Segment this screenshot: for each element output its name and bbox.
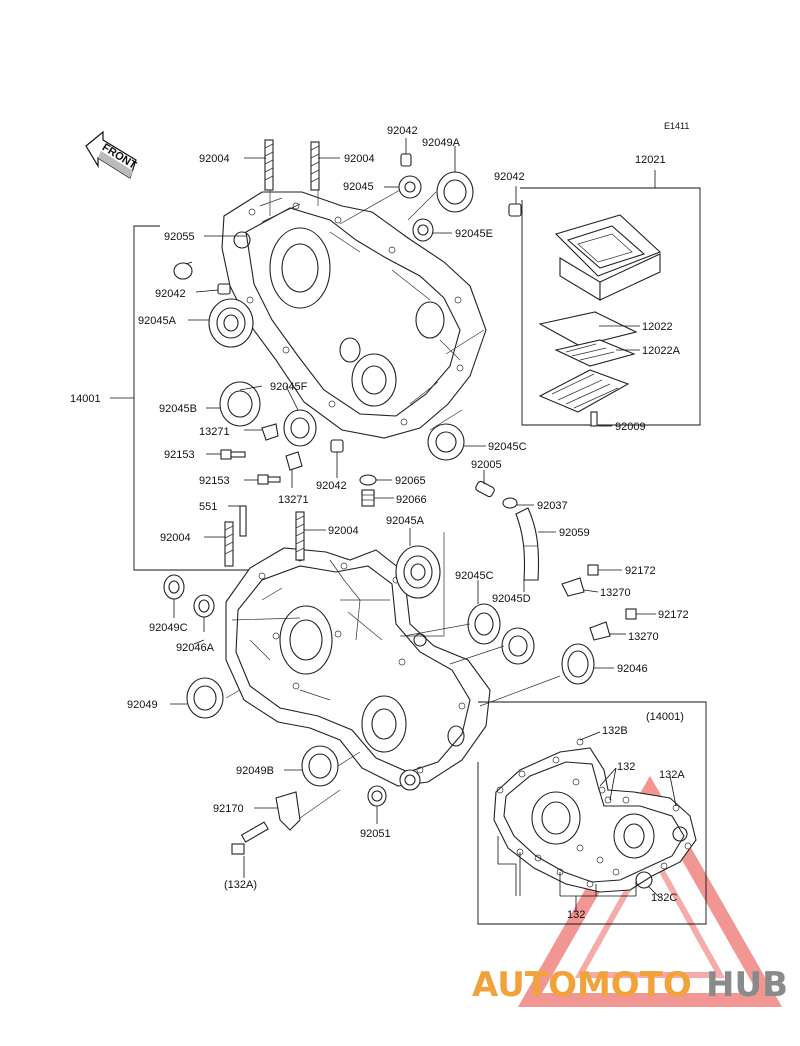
label-13271: 13271 bbox=[199, 426, 230, 438]
diagram-code: E1411 bbox=[664, 121, 689, 131]
leader-lines bbox=[170, 138, 656, 878]
label-92065: 92065 bbox=[395, 475, 426, 487]
label-13270: 13270 bbox=[600, 587, 631, 599]
label-132B: 132B bbox=[602, 725, 628, 737]
part-labels: 92004 92004 92042 92049A 92045 92042 120… bbox=[70, 125, 689, 921]
label-92045B: 92045B bbox=[159, 403, 197, 415]
label-92004: 92004 bbox=[344, 153, 375, 165]
label-92153: 92153 bbox=[199, 475, 230, 487]
label-14001: 14001 bbox=[70, 393, 101, 405]
label-92045: 92045 bbox=[343, 181, 374, 193]
lower-crankcase bbox=[225, 547, 491, 787]
inset-crankcase-view bbox=[477, 701, 707, 925]
label-92153: 92153 bbox=[164, 449, 195, 461]
label-92045C: 92045C bbox=[455, 570, 494, 582]
label-92042: 92042 bbox=[387, 125, 418, 137]
watermark: AUTOMOTO HUB bbox=[472, 965, 788, 1005]
label-92045D: 92045D bbox=[492, 593, 531, 605]
watermark-text-automoto: AUTOMOTO bbox=[472, 965, 692, 1005]
label-92045E: 92045E bbox=[455, 228, 493, 240]
label-12022: 12022 bbox=[642, 321, 673, 333]
label-92042: 92042 bbox=[155, 288, 186, 300]
label-92066: 92066 bbox=[396, 494, 427, 506]
label-92045A: 92045A bbox=[386, 515, 425, 527]
small-parts bbox=[163, 139, 637, 855]
front-arrow-icon: FRONT bbox=[85, 130, 139, 179]
label-92170: 92170 bbox=[213, 803, 244, 815]
label-14001-inset: (14001) bbox=[646, 711, 684, 723]
label-92046A: 92046A bbox=[176, 642, 215, 654]
label-13271: 13271 bbox=[278, 494, 309, 506]
label-132C: 132C bbox=[651, 892, 677, 904]
label-92004: 92004 bbox=[328, 525, 359, 537]
label-92045F: 92045F bbox=[270, 381, 308, 393]
label-92004: 92004 bbox=[160, 532, 191, 544]
label-92005: 92005 bbox=[471, 459, 502, 471]
label-12021: 12021 bbox=[635, 154, 666, 166]
label-92037: 92037 bbox=[537, 500, 568, 512]
label-132: 132 bbox=[567, 909, 585, 921]
label-92049B: 92049B bbox=[236, 765, 274, 777]
label-92045A: 92045A bbox=[138, 315, 177, 327]
label-13270: 13270 bbox=[628, 631, 659, 643]
label-92042: 92042 bbox=[316, 480, 347, 492]
label-12022A: 12022A bbox=[642, 345, 681, 357]
label-92009: 92009 bbox=[615, 421, 646, 433]
label-92042: 92042 bbox=[494, 171, 525, 183]
label-92045C: 92045C bbox=[488, 441, 527, 453]
label-132: 132 bbox=[617, 761, 635, 773]
label-92172: 92172 bbox=[625, 565, 656, 577]
label-92172: 92172 bbox=[658, 609, 689, 621]
label-92059: 92059 bbox=[559, 527, 590, 539]
label-132A: (132A) bbox=[224, 879, 257, 891]
label-92055: 92055 bbox=[164, 231, 195, 243]
watermark-text-hub: HUB bbox=[706, 965, 788, 1005]
reed-valve-box bbox=[520, 170, 701, 427]
label-92049: 92049 bbox=[127, 699, 158, 711]
label-92051: 92051 bbox=[360, 828, 391, 840]
label-551: 551 bbox=[199, 501, 217, 513]
label-92049C: 92049C bbox=[149, 622, 188, 634]
label-132A: 132A bbox=[659, 769, 685, 781]
label-92004: 92004 bbox=[199, 153, 230, 165]
upper-crankcase bbox=[221, 191, 487, 439]
label-92046: 92046 bbox=[617, 663, 648, 675]
label-92049A: 92049A bbox=[422, 137, 461, 149]
watermark-triangle bbox=[517, 775, 783, 1007]
